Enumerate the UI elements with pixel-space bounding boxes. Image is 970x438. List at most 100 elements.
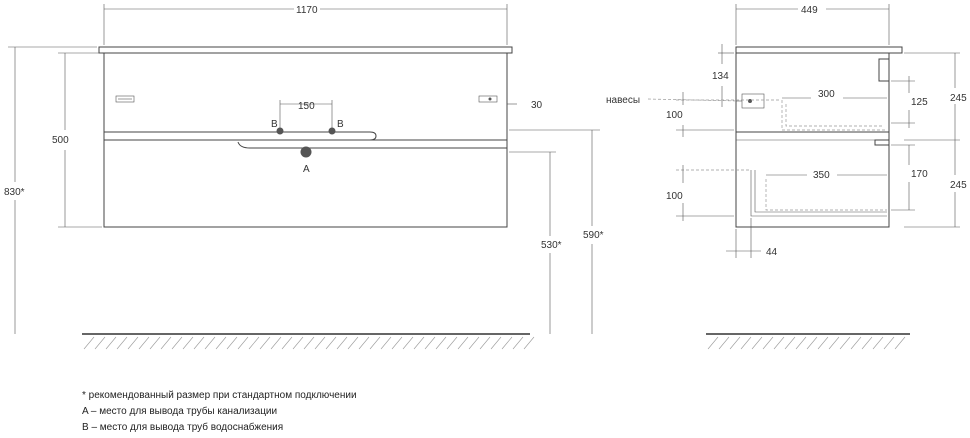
- label-300: 300: [818, 89, 835, 100]
- sewer-pipe-point: [300, 146, 312, 158]
- hatch-stroke: [281, 336, 293, 350]
- handle-cutout: [104, 131, 377, 141]
- hatch-stroke: [828, 336, 840, 350]
- hinges-label: навесы: [606, 95, 640, 106]
- height-590-label: 590*: [583, 230, 604, 241]
- lower-drawer-handle: [237, 141, 507, 149]
- label-350: 350: [813, 170, 830, 181]
- pipe-spacing-label: 150: [298, 101, 315, 112]
- label-170: 170: [911, 169, 928, 180]
- hatch-stroke: [182, 336, 194, 350]
- hatch-stroke: [839, 336, 851, 350]
- point-b-right-label: B: [337, 119, 344, 130]
- depth-label: 449: [801, 5, 818, 16]
- hatch-stroke: [490, 336, 502, 350]
- hatch-stroke: [149, 336, 161, 350]
- note-point-b: B – место для вывода труб водоснабжения: [82, 421, 283, 433]
- width-label: 1170: [296, 5, 318, 16]
- hatch-stroke: [795, 336, 807, 350]
- hatch-stroke: [718, 336, 730, 350]
- hatch-stroke: [806, 336, 818, 350]
- upper-drawer-outline: [781, 100, 887, 131]
- hatch-stroke: [762, 336, 774, 350]
- hatch-stroke: [446, 336, 458, 350]
- hatch-stroke: [872, 336, 884, 350]
- hatch-stroke: [303, 336, 315, 350]
- hatch-stroke: [325, 336, 337, 350]
- front-view: B B A 150 1170 500 830* 30 590*: [4, 4, 604, 350]
- hatch-stroke: [883, 336, 895, 350]
- label-100-top: 100: [666, 110, 683, 121]
- hatch-stroke: [501, 336, 513, 350]
- hatch-stroke: [314, 336, 326, 350]
- point-b-left-label: B: [271, 119, 278, 130]
- note-recommended: * рекомендованный размер при стандартном…: [82, 390, 357, 401]
- hatch-stroke: [171, 336, 183, 350]
- hatch-stroke: [773, 336, 785, 350]
- hatch-stroke: [523, 336, 535, 350]
- hatch-stroke: [193, 336, 205, 350]
- side-front-panel-top: [878, 58, 890, 82]
- countertop: [98, 46, 513, 54]
- side-countertop: [735, 46, 903, 54]
- label-134: 134: [712, 71, 729, 82]
- hatch-stroke: [160, 336, 172, 350]
- body-height-label: 500: [52, 135, 69, 146]
- hatch-stroke: [850, 336, 862, 350]
- hatch-stroke: [740, 336, 752, 350]
- hatch-stroke: [138, 336, 150, 350]
- height-530-label: 530*: [541, 240, 562, 251]
- point-a-label: A: [303, 164, 310, 175]
- hatch-stroke: [479, 336, 491, 350]
- water-pipe-point-right: [328, 127, 336, 135]
- hatch-stroke: [237, 336, 249, 350]
- hinge-offset-label: 30: [531, 100, 543, 111]
- hatch-stroke: [391, 336, 403, 350]
- hatch-stroke: [861, 336, 873, 350]
- label-100-bottom: 100: [666, 191, 683, 202]
- hatch-stroke: [226, 336, 238, 350]
- hatch-stroke: [457, 336, 469, 350]
- hatch-stroke: [380, 336, 392, 350]
- hatch-stroke: [729, 336, 741, 350]
- hatch-stroke: [424, 336, 436, 350]
- hatch-stroke: [259, 336, 271, 350]
- hatch-stroke: [751, 336, 763, 350]
- hatch-stroke: [204, 336, 216, 350]
- hatch-stroke: [248, 336, 260, 350]
- hatch-stroke: [468, 336, 480, 350]
- label-245-bottom: 245: [950, 180, 967, 191]
- label-125: 125: [911, 97, 928, 108]
- water-pipe-point-left: [276, 127, 284, 135]
- hatch-stroke: [270, 336, 282, 350]
- floor-hatch-front: [83, 336, 535, 350]
- hatch-stroke: [215, 336, 227, 350]
- note-point-a: A – место для вывода трубы канализации: [82, 405, 277, 417]
- floor-hatch-side: [707, 336, 906, 350]
- hatch-stroke: [413, 336, 425, 350]
- hatch-stroke: [402, 336, 414, 350]
- hatch-stroke: [94, 336, 106, 350]
- label-245-top: 245: [950, 93, 967, 104]
- side-handle: [874, 139, 890, 146]
- hatch-stroke: [83, 336, 95, 350]
- total-height-label: 830*: [4, 187, 25, 198]
- hatch-stroke: [347, 336, 359, 350]
- side-view: 449 134 навесы 300 125 245 100: [606, 4, 967, 350]
- hatch-stroke: [336, 336, 348, 350]
- lower-drawer-outline: [750, 170, 887, 217]
- hatch-stroke: [116, 336, 128, 350]
- hatch-stroke: [127, 336, 139, 350]
- side-hinge: [736, 93, 765, 109]
- hatch-stroke: [784, 336, 796, 350]
- notes: * рекомендованный размер при стандартном…: [82, 390, 357, 433]
- hatch-stroke: [358, 336, 370, 350]
- hinge-left: [115, 95, 135, 103]
- hatch-stroke: [105, 336, 117, 350]
- hatch-stroke: [435, 336, 447, 350]
- hinge-right: [478, 95, 498, 103]
- hatch-stroke: [707, 336, 719, 350]
- hatch-stroke: [369, 336, 381, 350]
- label-44: 44: [766, 247, 778, 258]
- hatch-stroke: [817, 336, 829, 350]
